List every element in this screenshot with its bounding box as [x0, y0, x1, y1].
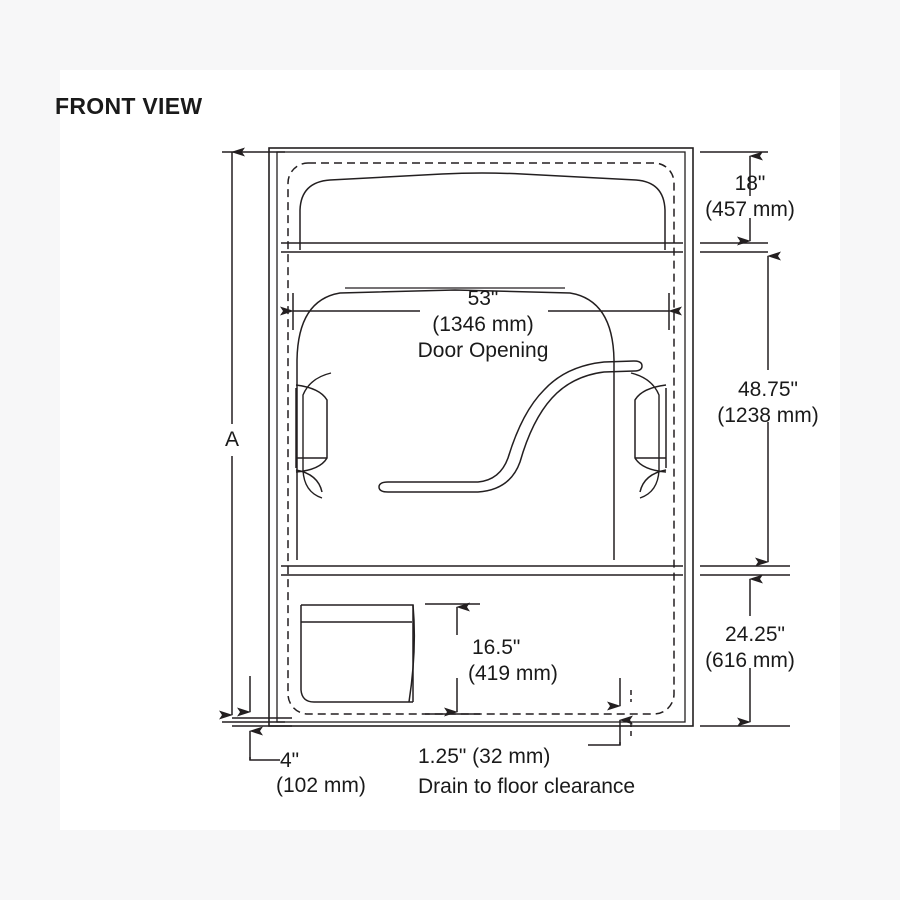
dimension-drain-clearance-note: Drain to floor clearance — [418, 775, 635, 798]
upper-band — [281, 242, 683, 253]
dimension-48in-metric: (1238 mm) — [717, 404, 819, 427]
drawing-card — [60, 70, 840, 830]
dimension-seat-height-imperial: 16.5" — [472, 636, 520, 659]
left-wall-recess — [295, 384, 328, 493]
dimension-4in-metric: (102 mm) — [276, 774, 366, 797]
dimension-door-opening-imperial: 53" — [468, 287, 499, 310]
right-jamb-curve — [630, 372, 660, 499]
seat-bench — [300, 604, 416, 703]
right-48in-dimension — [700, 251, 790, 576]
door-opening-dimension — [280, 293, 682, 330]
dimension-drain-clearance-value: 1.25" (32 mm) — [418, 745, 550, 768]
dimension-24in-imperial: 24.25" — [725, 623, 785, 646]
bottom-left-4in-dimension — [232, 676, 292, 761]
dimension-seat-height-metric: (419 mm) — [468, 662, 558, 685]
enclosure-outline — [268, 147, 694, 727]
door-opening-panel — [296, 289, 615, 560]
left-height-dimension-A — [219, 147, 285, 723]
interior-dashed-outline — [287, 162, 675, 715]
dimension-48in-imperial: 48.75" — [738, 378, 798, 401]
page-title: FRONT VIEW — [55, 93, 203, 119]
grab-bar — [378, 360, 643, 493]
left-jamb-curve — [302, 372, 332, 499]
dimension-label-A: A — [225, 428, 239, 451]
dimension-18in-imperial: 18" — [735, 172, 766, 195]
dimension-18in-metric: (457 mm) — [705, 198, 795, 221]
seat-height-dimension — [425, 602, 480, 717]
drain-clearance-dimension — [588, 678, 633, 746]
dimension-door-opening-note: Door Opening — [418, 339, 549, 362]
dimension-door-opening-metric: (1346 mm) — [432, 313, 534, 336]
right-wall-recess — [634, 384, 667, 493]
right-18in-dimension — [700, 151, 768, 253]
dimension-24in-metric: (616 mm) — [705, 649, 795, 672]
right-24in-dimension — [700, 574, 790, 727]
lower-band — [281, 565, 683, 576]
dimension-4in-imperial: 4" — [280, 749, 299, 772]
outer-frame-rect — [268, 147, 694, 727]
dome-ceiling-shape — [299, 172, 666, 250]
inner-frame-rect — [276, 151, 686, 723]
